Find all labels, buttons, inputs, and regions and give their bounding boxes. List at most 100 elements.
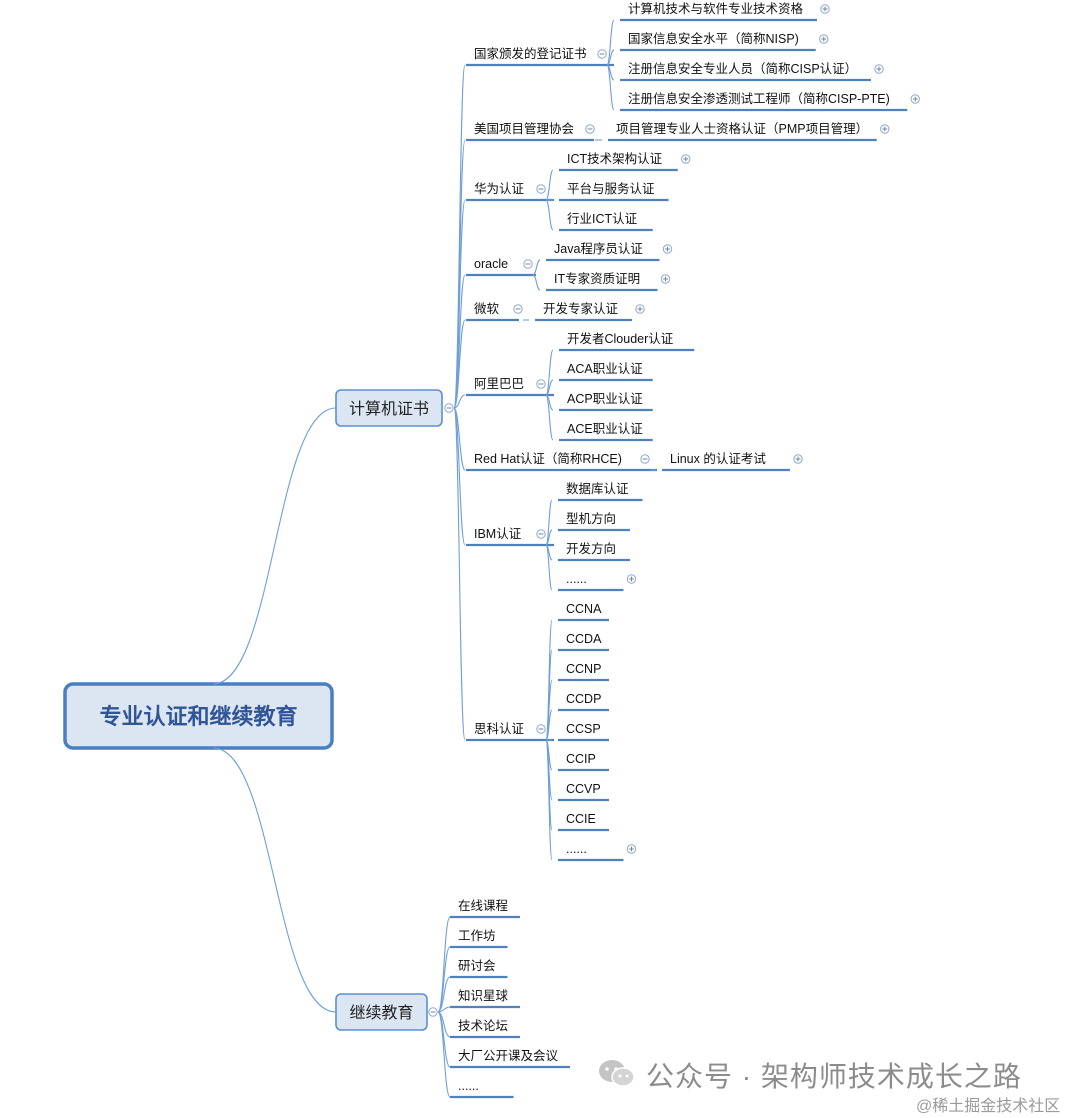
group-8-item-1-ccda[interactable]: CCDA [558, 632, 609, 652]
group-5-item-3-ace[interactable]: ACE职业认证 [559, 422, 653, 442]
group-8-item-3-ccdp[interactable]: CCDP [558, 692, 609, 712]
group-6[interactable]: Red Hat认证（简称RHCE) [466, 452, 657, 472]
child-connector [545, 394, 554, 441]
root-node[interactable]: 专业认证和继续教育 [63, 682, 334, 750]
group-5[interactable]: 阿里巴巴 [466, 377, 554, 397]
group-7[interactable]: IBM认证 [466, 527, 554, 547]
group-7-collapse-toggle[interactable] [536, 529, 546, 539]
continuing-education-item-5[interactable]: 大厂公开课及会议 [450, 1049, 570, 1069]
branch-computer-certs-label: 计算机证书 [349, 399, 429, 418]
continuing-education-item-0-label: 在线课程 [458, 898, 509, 913]
group-connector [453, 407, 466, 546]
group-0[interactable]: 国家颁发的登记证书 [466, 46, 614, 67]
group-2-item-2-ict[interactable]: 行业ICT认证 [559, 212, 653, 232]
group-8-item-7-ccie[interactable]: CCIE [558, 812, 609, 832]
continuing-education-item-4[interactable]: 技术论坛 [450, 1019, 520, 1039]
continuing-education-item-0[interactable]: 在线课程 [450, 898, 520, 919]
group-1[interactable]: 美国项目管理协会 [466, 121, 594, 142]
group-0-item-1-nisp-expand-toggle[interactable] [819, 34, 829, 44]
group-1-collapse-toggle[interactable] [585, 124, 595, 134]
group-8-item-8-node-expand-toggle[interactable] [626, 844, 637, 854]
branch-continuing-education[interactable]: 继续教育 [335, 993, 428, 1031]
group-0-item-1-nisp[interactable]: 国家信息安全水平（简称NISP) [620, 31, 816, 52]
group-7-item-3-node-label: ...... [566, 572, 587, 586]
continuing-education-item-2[interactable]: 研讨会 [450, 959, 508, 979]
group-8-item-1-ccda-label: CCDA [566, 632, 602, 646]
group-5-item-1-aca[interactable]: ACA职业认证 [559, 362, 653, 382]
group-0-item-2-cisp[interactable]: 注册信息安全专业人员（简称CISP认证） [620, 61, 871, 82]
root-to-branch-connector [212, 747, 337, 1013]
group-8-item-3-ccdp-label: CCDP [566, 692, 601, 706]
group-0-item-3-cisp-pte-expand-toggle[interactable] [910, 94, 920, 104]
group-2-item-2-ict-label: 行业ICT认证 [567, 212, 638, 226]
group-5-label: 阿里巴巴 [474, 377, 524, 391]
group-6-collapse-toggle[interactable] [640, 454, 650, 464]
group-1-label: 美国项目管理协会 [474, 121, 575, 136]
group-5-item-2-acp[interactable]: ACP职业认证 [559, 392, 653, 412]
group-1-item-0-pmp-expand-toggle[interactable] [880, 124, 890, 134]
group-8-item-8-node-label: ...... [566, 842, 587, 856]
group-3-item-0-java[interactable]: Java程序员认证 [546, 241, 660, 262]
group-3-item-1-it-expand-toggle[interactable] [660, 274, 671, 284]
group-8-item-0-ccna[interactable]: CCNA [558, 602, 609, 622]
group-8-item-0-ccna-label: CCNA [566, 602, 602, 616]
group-3-item-0-java-expand-toggle[interactable] [662, 244, 673, 254]
group-5-collapse-toggle[interactable] [536, 379, 546, 389]
group-8-item-5-ccip[interactable]: CCIP [558, 752, 609, 772]
group-7-item-1-node[interactable]: 型机方向 [558, 511, 630, 532]
group-8-collapse-toggle[interactable] [536, 724, 546, 734]
group-5-item-2-acp-label: ACP职业认证 [567, 392, 643, 406]
group-8-item-4-ccsp[interactable]: CCSP [558, 722, 609, 742]
group-7-item-3-node-expand-toggle[interactable] [626, 574, 637, 584]
group-8-item-6-ccvp[interactable]: CCVP [558, 782, 609, 802]
group-5-item-3-ace-label: ACE职业认证 [567, 422, 643, 436]
group-8-item-8-node[interactable]: ...... [558, 842, 624, 862]
group-7-item-0-node[interactable]: 数据库认证 [558, 481, 643, 502]
group-0-collapse-toggle[interactable] [597, 49, 607, 59]
group-8-item-4-ccsp-label: CCSP [566, 722, 601, 736]
branch-computer-certs-collapse-toggle[interactable] [444, 403, 454, 413]
group-2-item-0-ict[interactable]: ICT技术架构认证 [559, 151, 678, 172]
continuing-education-item-6[interactable]: ...... [450, 1079, 514, 1099]
wechat-icon [599, 1060, 635, 1087]
group-4[interactable]: 微软 [466, 302, 519, 322]
group-4-item-0-node-expand-toggle[interactable] [635, 304, 645, 314]
branch-computer-certs[interactable]: 计算机证书 [335, 389, 443, 427]
group-0-item-3-cisp-pte[interactable]: 注册信息安全渗透测试工程师（简称CISP-PTE) [620, 91, 908, 112]
continuing-education-item-1[interactable]: 工作坊 [450, 928, 508, 949]
group-7-item-3-node[interactable]: ...... [558, 572, 624, 592]
group-2-item-0-ict-expand-toggle[interactable] [681, 154, 691, 164]
group-0-item-0-node-expand-toggle[interactable] [820, 4, 830, 14]
group-2-item-1-node[interactable]: 平台与服务认证 [559, 181, 669, 202]
child-connector [545, 739, 553, 861]
group-2[interactable]: 华为认证 [466, 181, 554, 202]
group-8-label: 思科认证 [474, 722, 525, 736]
group-4-item-0-node[interactable]: 开发专家认证 [535, 301, 632, 322]
group-0-item-2-cisp-expand-toggle[interactable] [874, 64, 884, 74]
group-4-collapse-toggle[interactable] [513, 304, 523, 314]
continuing-education-item-6-label: ...... [458, 1079, 479, 1093]
group-1-item-0-pmp[interactable]: 项目管理专业人士资格认证（PMP项目管理） [608, 121, 877, 142]
child-connector [606, 49, 615, 66]
group-7-item-2-node[interactable]: 开发方向 [558, 541, 630, 562]
child-connector [545, 349, 554, 396]
child-connector [606, 64, 615, 111]
group-8[interactable]: 思科认证 [466, 722, 554, 742]
child-connector [532, 259, 541, 276]
group-0-item-0-node[interactable]: 计算机技术与软件专业技术资格 [620, 1, 817, 22]
child-connector [545, 379, 554, 396]
group-5-item-0-clouder[interactable]: 开发者Clouder认证 [559, 331, 695, 352]
group-6-item-0-linux-expand-toggle[interactable] [793, 454, 803, 464]
continuing-education-item-3[interactable]: 知识星球 [450, 989, 520, 1009]
group-2-collapse-toggle[interactable] [536, 184, 546, 194]
group-3-collapse-toggle[interactable] [523, 259, 533, 269]
group-8-item-2-ccnp[interactable]: CCNP [558, 662, 609, 682]
group-3-item-1-it[interactable]: IT专家资质证明 [546, 271, 658, 292]
child-connector [545, 169, 554, 201]
group-6-item-0-linux[interactable]: Linux 的认证考试 [662, 451, 790, 472]
branch-continuing-education-collapse-toggle[interactable] [428, 1007, 438, 1017]
group-3[interactable]: oracle [466, 257, 536, 277]
continuing-education-item-1-label: 工作坊 [458, 928, 496, 943]
group-connector [453, 394, 466, 409]
group-2-item-0-ict-label: ICT技术架构认证 [567, 151, 663, 166]
